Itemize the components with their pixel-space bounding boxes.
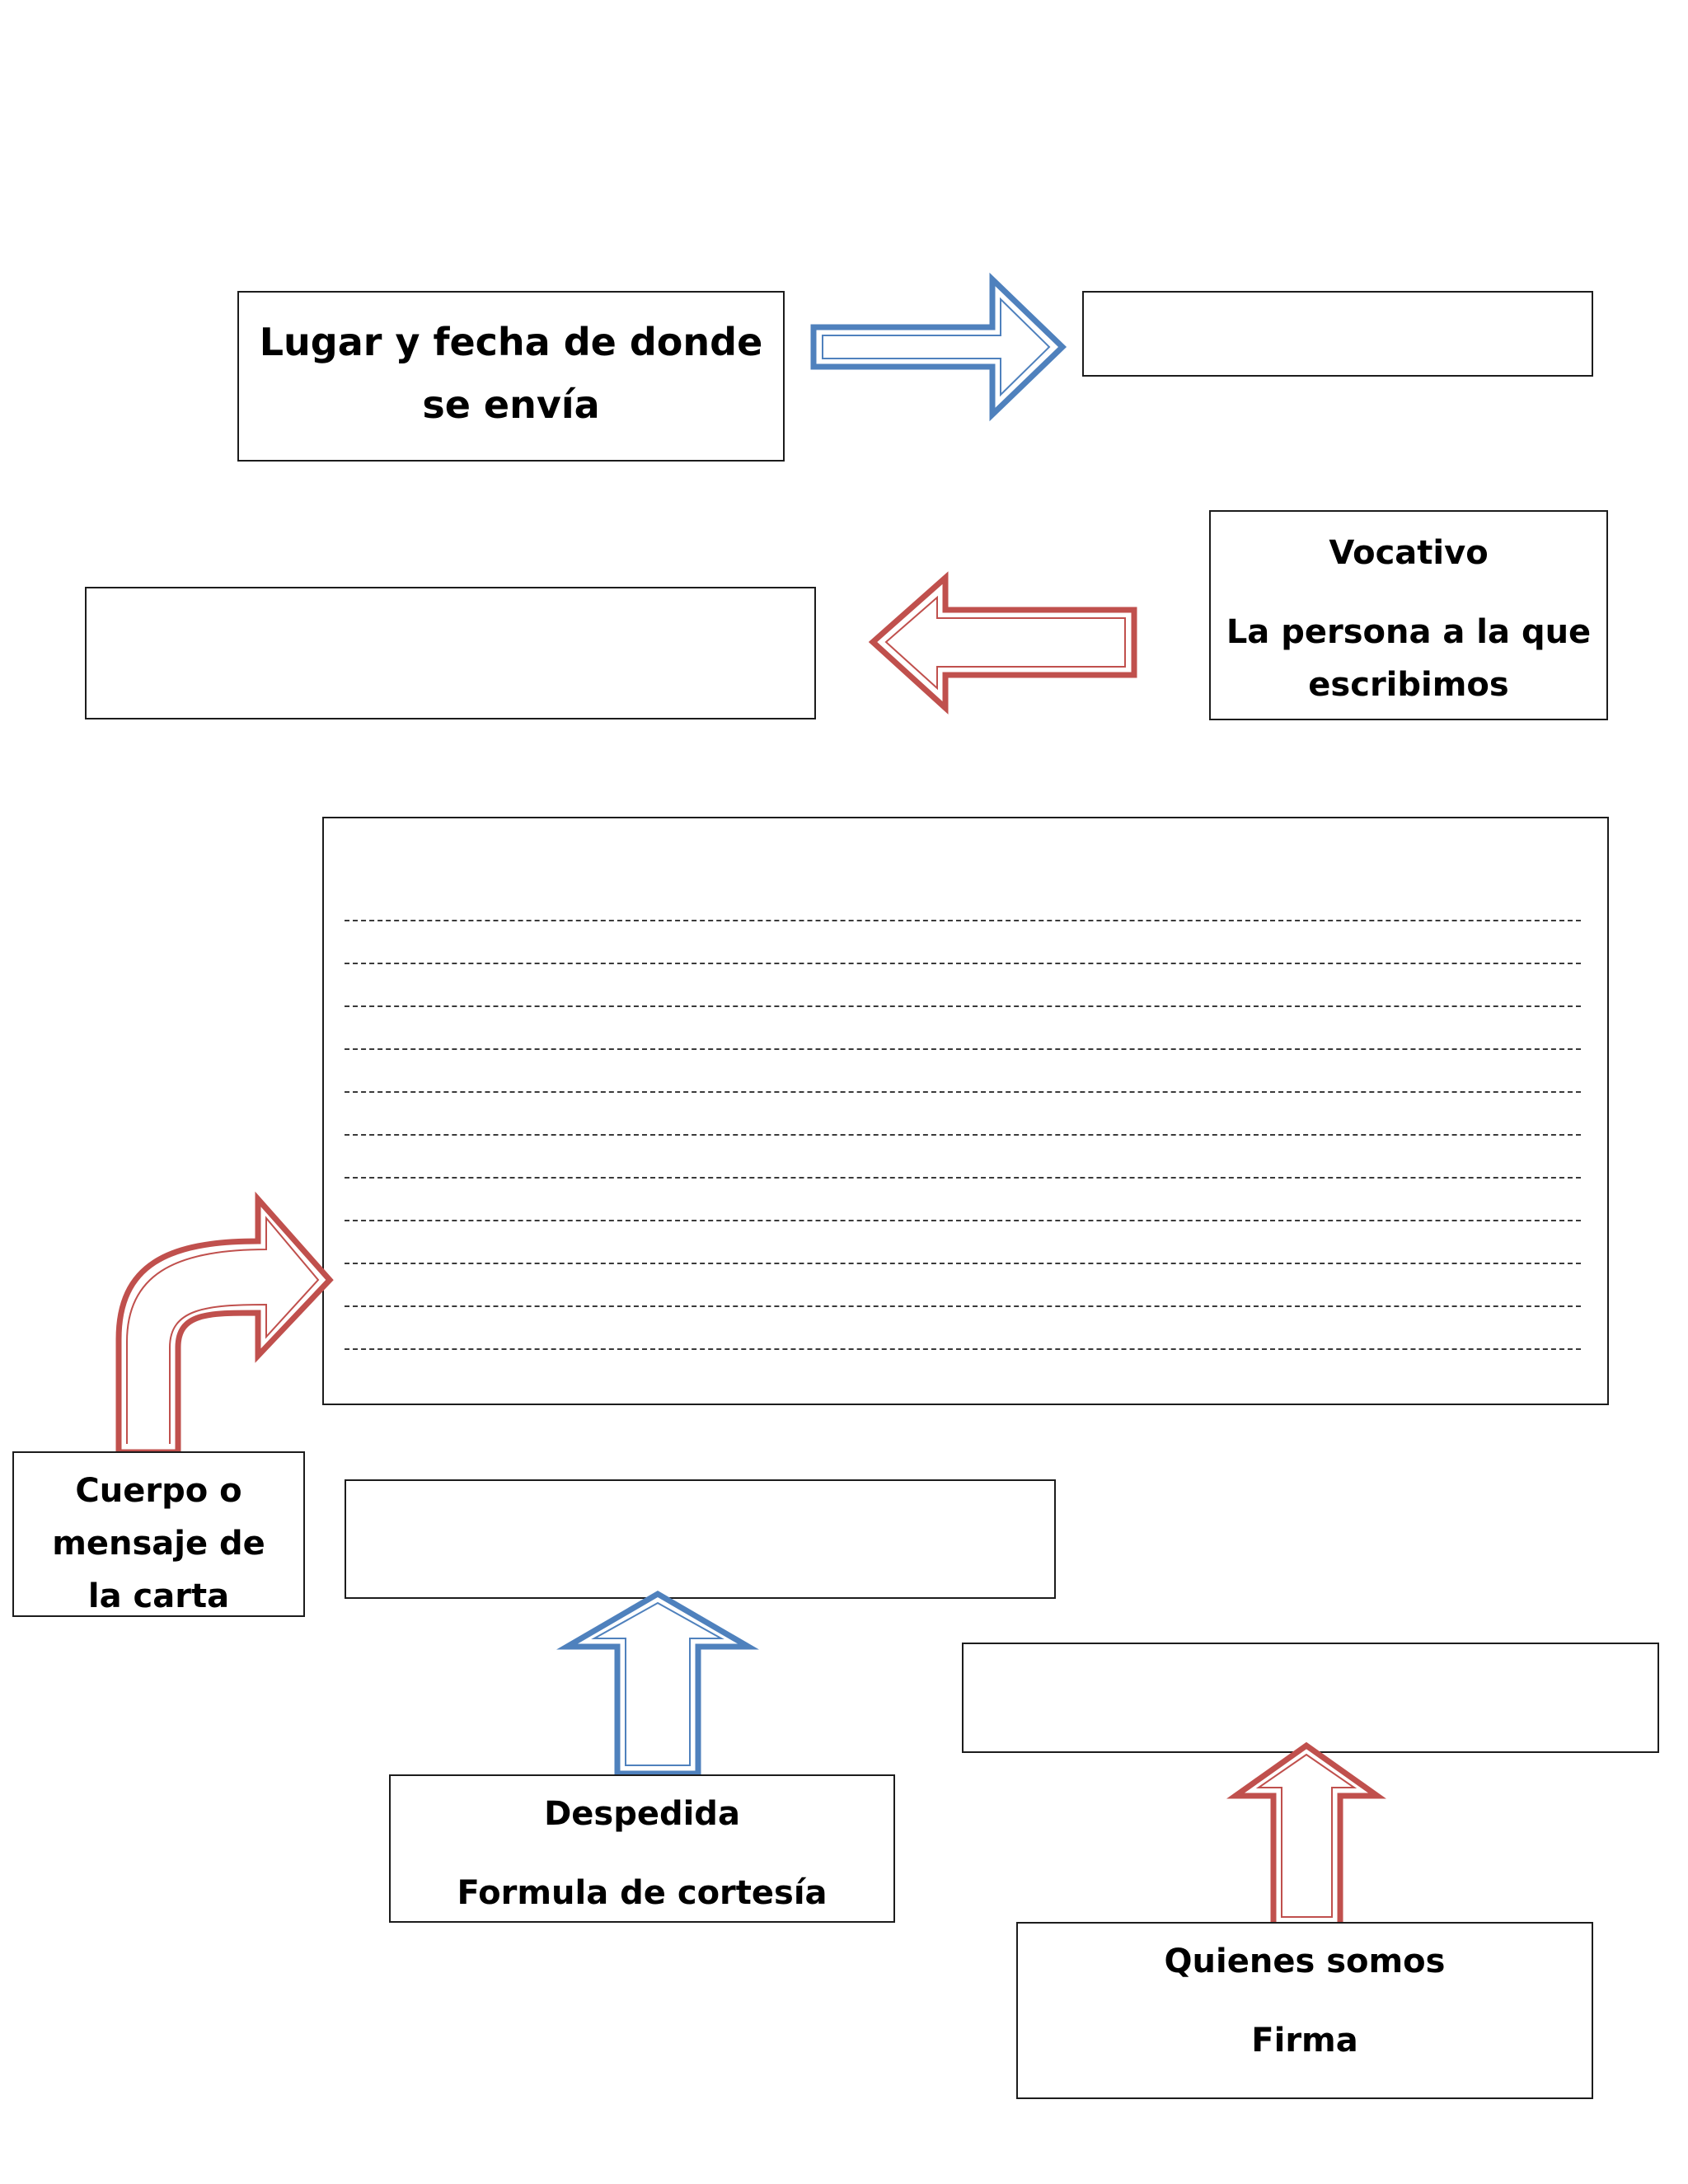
left-arrow-red-icon	[868, 571, 1137, 715]
writing-line	[345, 963, 1581, 964]
letter-body-label-box: Cuerpo o mensaje de la carta	[12, 1451, 305, 1617]
place-date-answer-box[interactable]	[1082, 291, 1593, 377]
vocative-label-title: Vocativo	[1329, 534, 1489, 572]
farewell-label-description: Formula de cortesía	[457, 1874, 828, 1912]
writing-line	[345, 1091, 1581, 1093]
place-date-label-line-2: se envía	[422, 382, 600, 427]
writing-lines	[345, 818, 1581, 1404]
letter-body-answer-box[interactable]	[322, 817, 1609, 1405]
up-arrow-red-icon	[1226, 1741, 1386, 1929]
writing-line	[345, 1220, 1581, 1221]
letter-body-label-line-2: mensaje de	[52, 1525, 265, 1563]
vocative-label-box: Vocativo La persona a la que escribimos	[1209, 510, 1608, 720]
farewell-label-title: Despedida	[544, 1795, 740, 1833]
writing-line	[345, 1263, 1581, 1264]
writing-line	[345, 1048, 1581, 1050]
writing-line	[345, 1134, 1581, 1136]
up-arrow-blue-icon	[556, 1590, 759, 1777]
letter-body-label-line-1: Cuerpo o	[75, 1472, 242, 1510]
writing-line	[345, 1305, 1581, 1307]
place-date-label-box: Lugar y fecha de donde se envía	[237, 291, 785, 462]
writing-line	[345, 1005, 1581, 1007]
signature-label-box: Quienes somos Firma	[1016, 1922, 1593, 2099]
signature-label-title: Quienes somos	[1164, 1943, 1446, 1980]
writing-line	[345, 1348, 1581, 1350]
place-date-label-line-1: Lugar y fecha de donde	[259, 320, 763, 365]
writing-line	[345, 1177, 1581, 1179]
farewell-answer-box[interactable]	[345, 1479, 1056, 1599]
signature-answer-box[interactable]	[962, 1643, 1659, 1753]
vocative-answer-box[interactable]	[85, 587, 816, 719]
letter-body-label-line-3: la carta	[87, 1577, 230, 1615]
signature-label-description: Firma	[1251, 2022, 1358, 2060]
vocative-label-description: La persona a la que escribimos	[1226, 613, 1592, 704]
farewell-label-box: Despedida Formula de cortesía	[389, 1774, 895, 1923]
right-arrow-blue-icon	[810, 272, 1067, 422]
writing-line	[345, 920, 1581, 921]
curved-arrow-red-icon	[115, 1191, 334, 1455]
